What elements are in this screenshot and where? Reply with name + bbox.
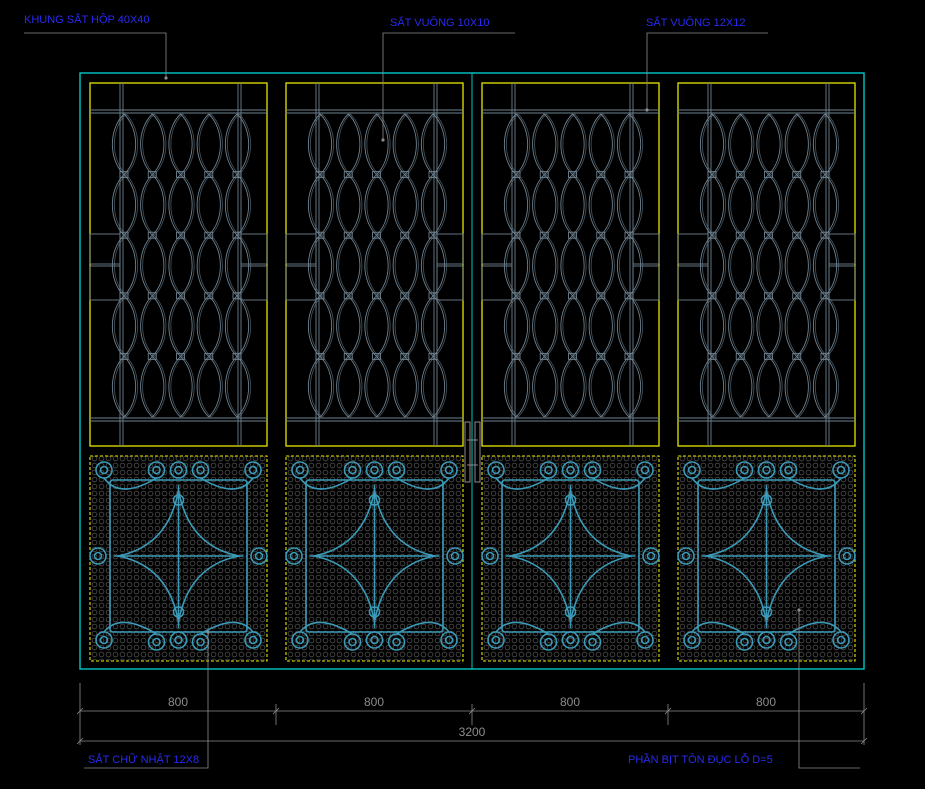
door-panel-3 <box>481 82 660 662</box>
leader-dot <box>645 108 649 112</box>
scroll-ornament <box>285 461 464 651</box>
frame-bars <box>285 83 464 446</box>
ogee-lattice <box>700 113 839 418</box>
upper-panel-frame <box>89 82 268 447</box>
upper-panel-frame <box>677 82 856 447</box>
scroll-ornament <box>89 461 268 651</box>
dim-total: 3200 <box>459 725 486 739</box>
frame-bars <box>89 83 268 446</box>
scroll-ornament <box>481 461 660 651</box>
dimension-lines <box>76 683 868 745</box>
door-panel-1 <box>89 82 268 662</box>
door-panel-4 <box>677 82 856 662</box>
frame-bars <box>481 83 660 446</box>
upper-panel-frame <box>481 82 660 447</box>
dim-panel-3: 800 <box>560 695 580 709</box>
ogee-lattice <box>504 113 643 418</box>
scroll-ornament <box>677 461 856 651</box>
leader-dot <box>164 76 168 80</box>
leader-dot <box>381 138 385 142</box>
dim-panel-1: 800 <box>168 695 188 709</box>
leader-lines <box>24 32 860 769</box>
upper-panel-frame <box>285 82 464 447</box>
door-panels <box>89 82 856 662</box>
leader-dot <box>797 608 801 612</box>
ogee-lattice <box>308 113 447 418</box>
frame-bars <box>677 83 856 446</box>
door-handle <box>464 421 481 483</box>
ogee-lattice <box>112 113 251 418</box>
label-bar12: SẮT VUÔNG 12X12 <box>646 16 745 29</box>
label-rect-bar: SẮT CHỮ NHẬT 12X8 <box>88 753 199 766</box>
label-bar10: SẮT VUÔNG 10X10 <box>390 16 489 29</box>
door-panel-2 <box>285 82 464 662</box>
dim-panel-4: 800 <box>756 695 776 709</box>
dim-panel-2: 800 <box>364 695 384 709</box>
label-perforated: PHẦN BỊT TÔN ĐỤC LỖ D=5 <box>628 753 773 766</box>
leader-dot <box>206 630 210 634</box>
label-frame: KHUNG SẮT HỘP 40X40 <box>24 13 150 26</box>
